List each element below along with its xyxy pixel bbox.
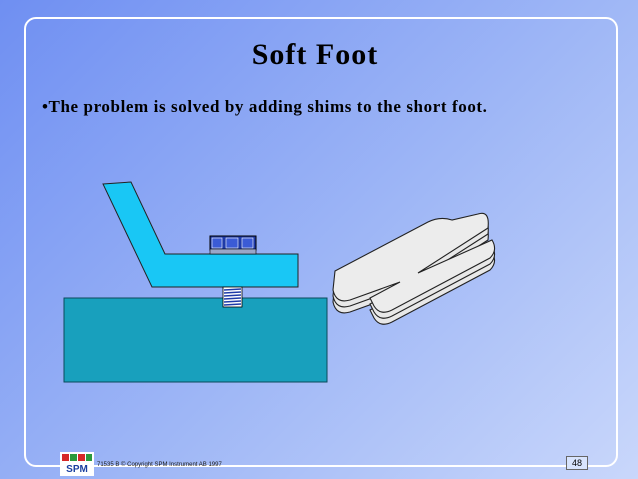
bolt-head (209, 235, 257, 255)
bolt-thread (222, 286, 243, 308)
machine-foot (102, 181, 299, 288)
footer-copyright: 71535 B © Copyright SPM Instrument AB 19… (97, 462, 222, 468)
machine-base (63, 297, 328, 383)
bullet-text: •The problem is solved by adding shims t… (42, 97, 488, 116)
shim-top (332, 212, 496, 313)
spm-logo: SPM (60, 452, 94, 476)
slide-title: Soft Foot (251, 38, 379, 71)
page-number: 48 (566, 456, 588, 470)
logo-text: SPM (66, 464, 88, 475)
slide-frame (24, 17, 618, 467)
shim-stack (332, 212, 496, 325)
